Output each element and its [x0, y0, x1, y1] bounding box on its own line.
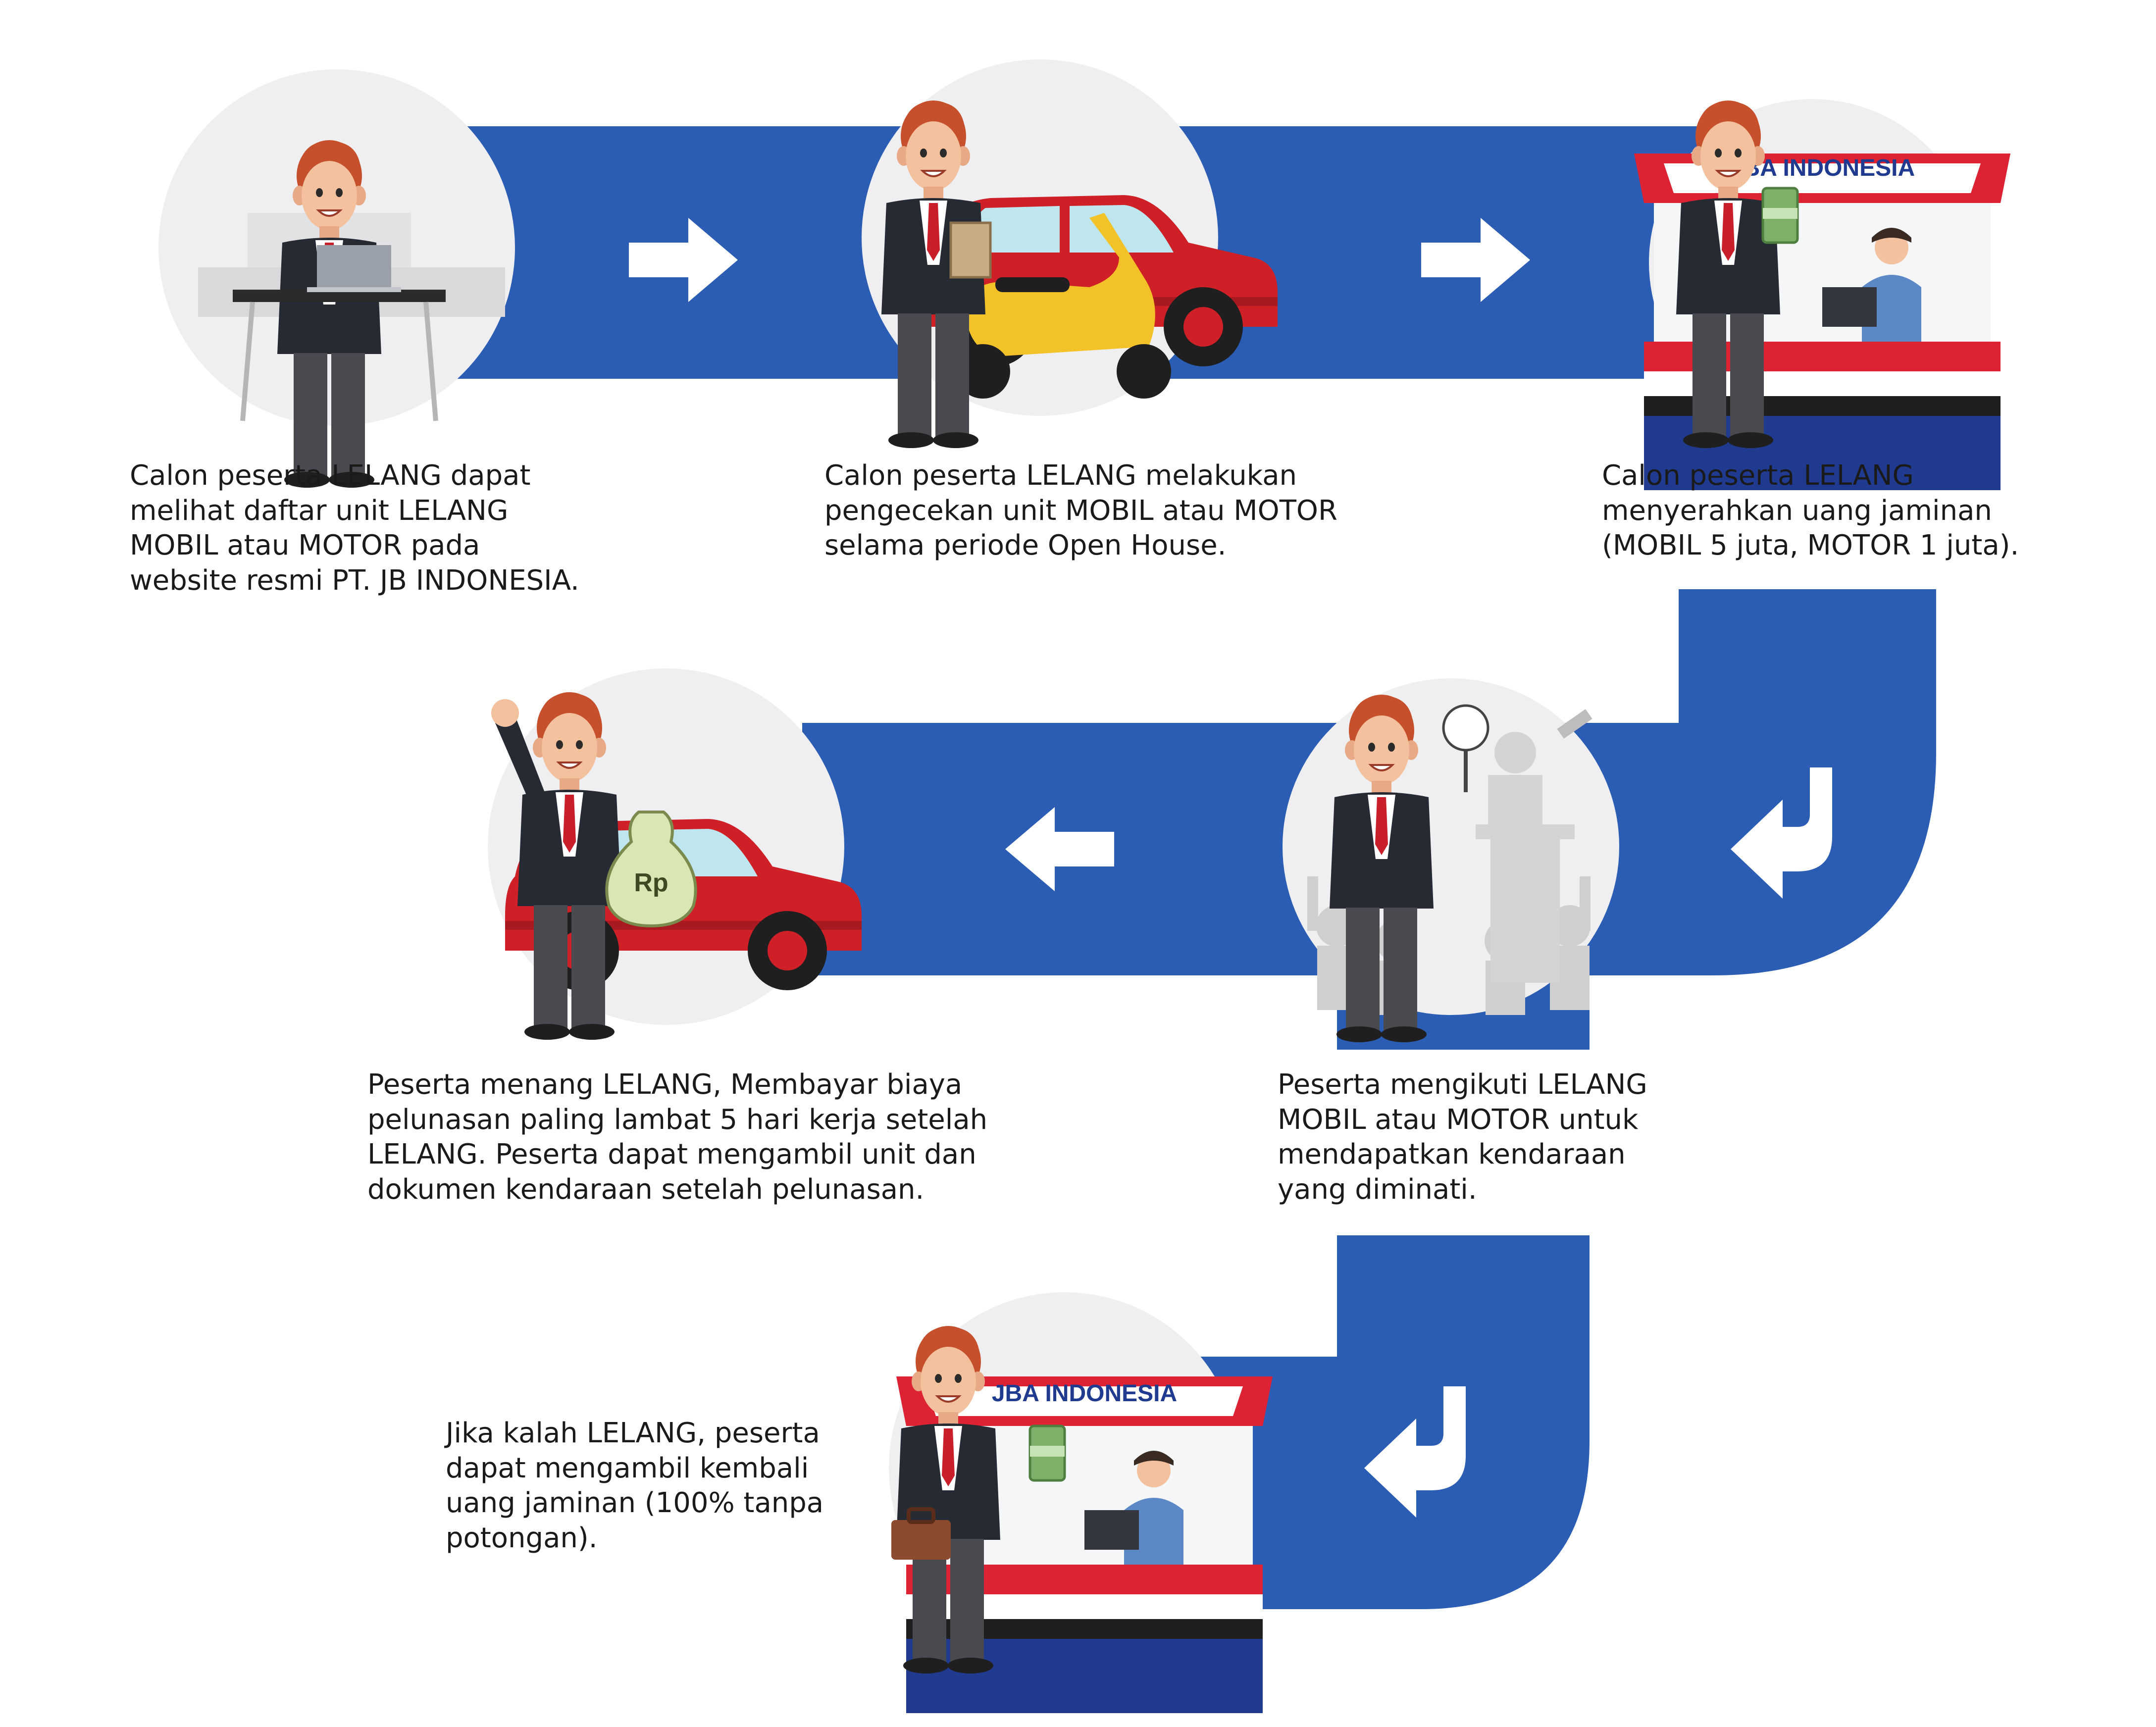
arrow-down-left-icon [1364, 1386, 1466, 1518]
briefcase-icon [891, 1507, 951, 1560]
step-3-illustration: JBA INDONESIA [1634, 99, 2010, 490]
money-bag-label: Rp [634, 868, 668, 897]
step-4-caption: Peserta mengikuti LELANG MOBIL atau MOTO… [1278, 1068, 1647, 1206]
arrow-down-left-icon [1731, 767, 1832, 899]
booth-sign: JBA INDONESIA [992, 1380, 1177, 1407]
money-bag-icon: Rp [605, 811, 697, 928]
step-1-caption: Calon peserta LELANG dapat melihat dafta… [130, 459, 579, 597]
arrow-left-icon [1005, 807, 1114, 891]
step-6-illustration: JBA INDONESIA [889, 1292, 1273, 1713]
step-6-caption: Jika kalah LELANG, peserta dapat mengamb… [446, 1417, 824, 1554]
step-4-illustration [1283, 678, 1619, 1043]
step-2-caption: Calon peserta LELANG melakukan pengeceka… [824, 459, 1337, 562]
step-5-caption: Peserta menang LELANG, Membayar biaya pe… [367, 1068, 988, 1206]
step-1-illustration [158, 69, 515, 489]
step-5-illustration: Rp [488, 668, 862, 1041]
step-3-caption: Calon peserta LELANG menyerahkan uang ja… [1602, 459, 2019, 562]
step-2-illustration [862, 59, 1278, 449]
arrow-right-icon [629, 218, 738, 302]
scooter-icon [956, 213, 1171, 399]
arrow-right-icon [1421, 218, 1530, 302]
